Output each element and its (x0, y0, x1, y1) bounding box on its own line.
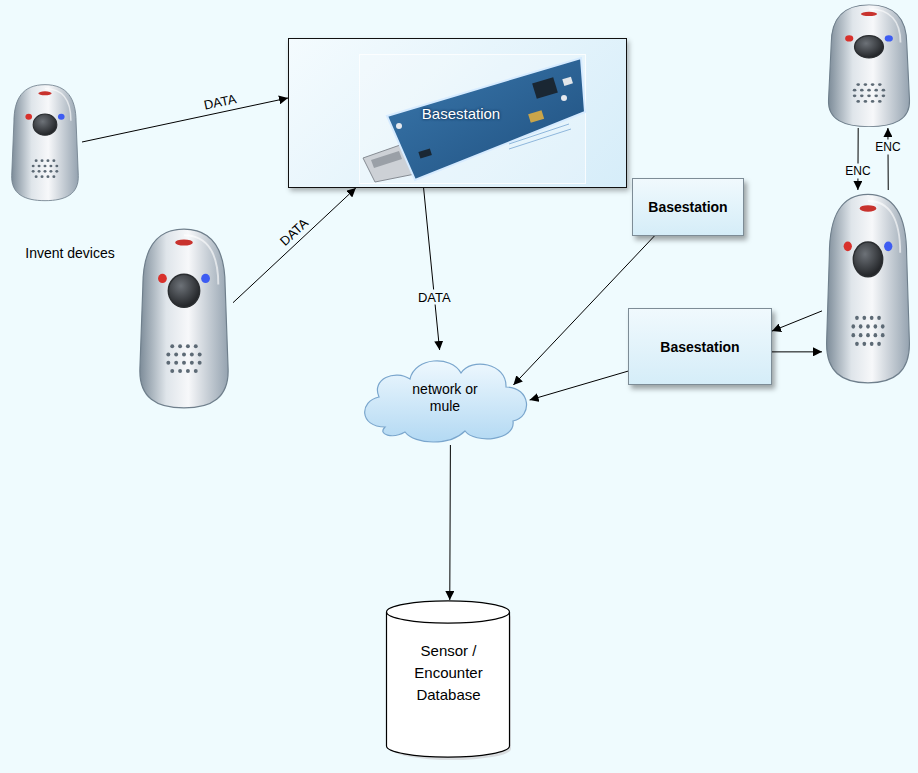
arrow-connector (887, 128, 888, 190)
invent-device-art (824, 2, 914, 128)
edge-label: ENC (842, 164, 873, 179)
node-label: network or mule (399, 381, 491, 415)
edge-label: DATA (415, 289, 454, 304)
node-label: Invent devices (20, 242, 120, 264)
node-label: Basestation (411, 105, 511, 122)
arrow-connector (82, 98, 288, 142)
node-label: Basestation (660, 339, 739, 355)
database-cylinder: Sensor / Encounter Database (385, 600, 512, 760)
basestation-box: Basestation (632, 178, 744, 236)
invent-device (135, 225, 233, 410)
network-cloud: network or mule (355, 345, 535, 445)
node-label: Sensor / Encounter Database (385, 640, 512, 706)
arrow-connector (233, 188, 356, 303)
node-label: Basestation (648, 199, 727, 215)
invent-device-art (822, 190, 914, 385)
arrow-connector (857, 128, 858, 190)
edge-label: DATA (274, 214, 313, 251)
arrow-connector (424, 188, 440, 350)
invent-device-art (8, 82, 82, 202)
invent-device (824, 2, 914, 128)
edge-label: ENC (872, 139, 903, 154)
arrow-connector (772, 351, 822, 352)
edge-label: DATA (199, 91, 240, 114)
invent-device: Invent devices (8, 82, 82, 202)
arrow-connector (530, 371, 628, 400)
invent-device (822, 190, 914, 385)
basestation-box: Basestation (628, 308, 772, 385)
basestation-box: Basestation (288, 38, 627, 188)
invent-device-art (135, 225, 233, 410)
arrow-connector (772, 311, 822, 331)
arrow-connector (449, 445, 451, 600)
